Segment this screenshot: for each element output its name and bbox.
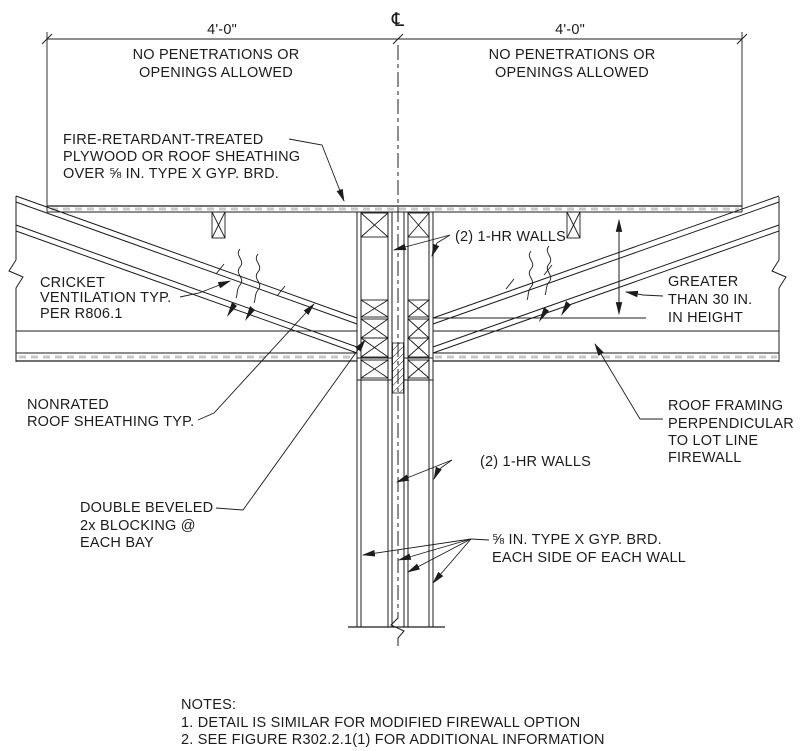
slope-break-tick (215, 263, 225, 275)
label-gyp-each-side: ⅝ IN. TYPE X GYP. BRD. EACH SIDE OF EACH… (492, 532, 686, 566)
greater-height-line-1: GREATER (668, 274, 738, 290)
roof-framing-line-3: TO LOT LINE (668, 433, 758, 449)
flat-roof-right (433, 197, 787, 362)
cricket-slope-right (432, 195, 780, 354)
leader-one-hr-walls-upper (392, 234, 451, 258)
label-nonrated: NONRATED ROOF SHEATHING TYP. (27, 397, 194, 430)
leader-roof-framing (594, 343, 663, 420)
gyp-line-1: ⅝ IN. TYPE X GYP. BRD. (492, 532, 662, 548)
gyp-line-2: EACH SIDE OF EACH WALL (492, 550, 686, 566)
label-one-hr-walls-upper: (2) 1-HR WALLS (455, 229, 566, 245)
label-fire-retardant: FIRE-RETARDANT-TREATED PLYWOOD OR ROOF S… (63, 132, 300, 182)
double-beveled-line-3: EACH BAY (80, 535, 154, 551)
dimension-no-penetration-zone: 4'-0" 4'-0" ℄ (41, 9, 748, 212)
no-pen-left-line-2: OPENINGS ALLOWED (139, 65, 293, 81)
leader-gyp-each-side (361, 538, 490, 584)
firewall-right-wall (403, 212, 434, 627)
airflow-arrow (539, 307, 549, 322)
cricket-vent-line-2: VENTILATION TYP. (40, 290, 171, 306)
dim-label-left: 4'-0" (207, 22, 237, 38)
airflow-arrow (561, 301, 571, 316)
notes-heading: NOTES: (181, 697, 236, 713)
nonrated-line-2: ROOF SHEATHING TYP. (27, 414, 194, 430)
no-pen-left-line-1: NO PENETRATIONS OR (133, 47, 300, 63)
double-beveled-line-1: DOUBLE BEVELED (80, 500, 213, 516)
label-roof-framing: ROOF FRAMING PERPENDICULAR TO LOT LINE F… (668, 398, 794, 466)
greater-height-line-2: THAN 30 IN. (668, 292, 752, 308)
break-symbol-bottom (390, 612, 405, 646)
label-double-beveled: DOUBLE BEVELED 2x BLOCKING @ EACH BAY (80, 500, 213, 551)
airflow-arrow (227, 302, 237, 317)
dim-tick-center (392, 33, 404, 45)
no-penetration-labels: NO PENETRATIONS OR OPENINGS ALLOWED NO P… (133, 47, 656, 81)
roof-framing-line-1: ROOF FRAMING (668, 398, 783, 414)
fire-retardant-line-1: FIRE-RETARDANT-TREATED (63, 132, 263, 148)
vent-airflow-right (526, 245, 571, 322)
fire-retardant-line-3: OVER ⅝ IN. TYPE X GYP. BRD. (63, 166, 279, 182)
cricket-vent-line-3: PER R806.1 (40, 306, 123, 322)
airflow-arrow (245, 306, 255, 321)
double-beveled-line-2: 2x BLOCKING @ (80, 518, 196, 534)
leader-one-hr-walls-lower (395, 459, 453, 483)
break-symbol-left (8, 259, 24, 289)
centerline-symbol: ℄ (391, 9, 405, 31)
roof-framing-line-2: PERPENDICULAR (668, 416, 794, 432)
leader-fire-retardant (288, 138, 345, 203)
cricket-slope-left (15, 195, 358, 354)
vent-airflow-left (227, 248, 261, 321)
flat-roof-left (8, 196, 357, 362)
break-symbol-right (771, 259, 787, 289)
leader-nonrated (197, 303, 315, 421)
notes-item-2: 2. SEE FIGURE R302.2.1(1) FOR ADDITIONAL… (181, 732, 605, 748)
no-pen-right-line-2: OPENINGS ALLOWED (495, 65, 649, 81)
fire-retardant-line-2: PLYWOOD OR ROOF SHEATHING (63, 149, 300, 165)
dim-label-right: 4'-0" (555, 22, 585, 38)
leader-double-beveled (215, 339, 366, 511)
label-cricket-vent: CRICKET VENTILATION TYP. PER R806.1 (40, 275, 171, 322)
greater-height-line-3: IN HEIGHT (668, 310, 743, 326)
label-greater-height: GREATER THAN 30 IN. IN HEIGHT (668, 274, 752, 326)
wall-blocking (360, 212, 389, 379)
vent-blocking-left (211, 211, 226, 239)
slope-break-tick (276, 285, 286, 297)
leader-cricket-vent (179, 280, 232, 298)
roof-framing-line-4: FIREWALL (668, 450, 742, 466)
slope-break-tick (505, 278, 515, 290)
no-pen-right-line-1: NO PENETRATIONS OR (489, 47, 656, 63)
fire-retardant-sheathing-band (47, 205, 742, 213)
vent-blocking-right (566, 211, 581, 239)
firewall-left-wall (356, 212, 393, 627)
nonrated-line-1: NONRATED (27, 397, 109, 413)
cricket-vent-line-1: CRICKET (40, 275, 105, 291)
notes-block: NOTES: 1. DETAIL IS SIMILAR FOR MODIFIED… (181, 697, 605, 748)
center-blocking-hatch (392, 342, 404, 394)
notes-item-1: 1. DETAIL IS SIMILAR FOR MODIFIED FIREWA… (181, 715, 580, 731)
leader-greater-height (624, 290, 664, 298)
wall-blocking (407, 212, 430, 379)
label-one-hr-walls-lower: (2) 1-HR WALLS (480, 454, 591, 470)
